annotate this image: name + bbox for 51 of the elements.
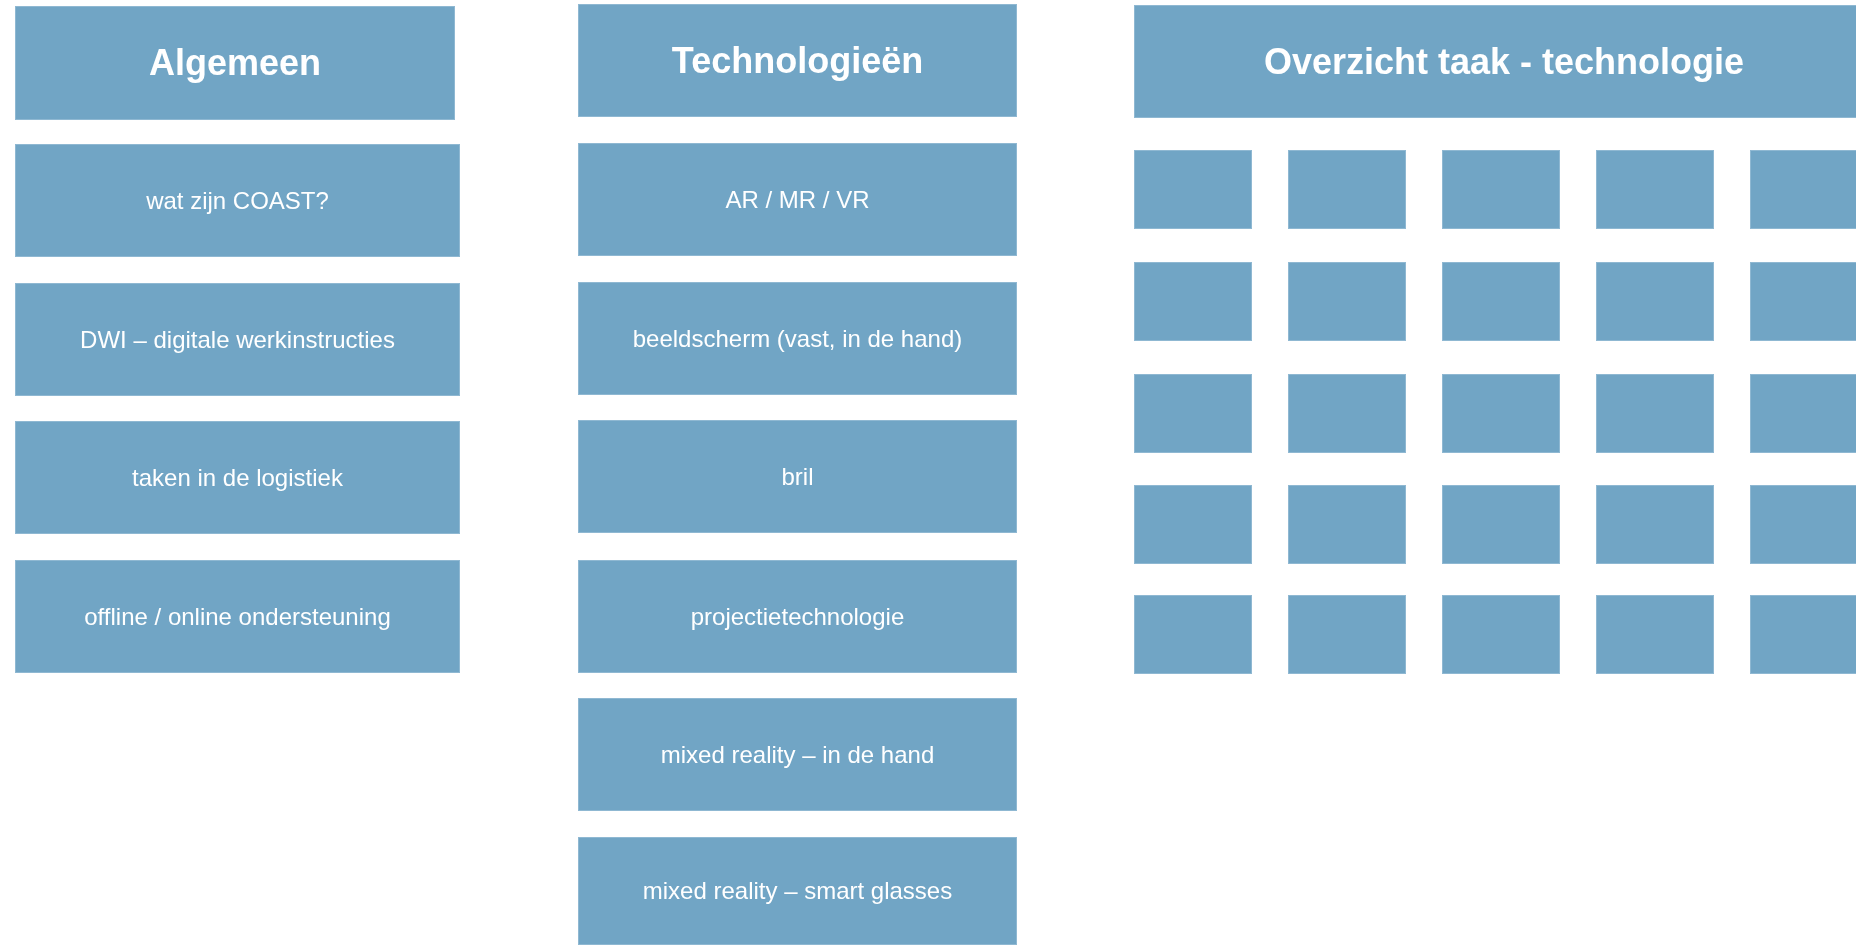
topic-label: projectietechnologie <box>690 602 905 631</box>
header-box <box>15 6 455 120</box>
topic-box <box>578 143 1017 256</box>
heading: Technologieën <box>671 39 924 82</box>
empty-box <box>1288 150 1406 229</box>
topic-box <box>15 560 460 673</box>
empty-box <box>1596 485 1714 564</box>
empty-box <box>1288 262 1406 341</box>
topic-box <box>578 420 1017 533</box>
topic-box <box>15 421 460 534</box>
topic-label: bril <box>781 462 814 491</box>
empty-box <box>1750 262 1856 341</box>
topic-box <box>578 698 1017 811</box>
topic-label: DWI – digitale werkinstructies <box>80 325 395 354</box>
heading: Overzicht taak - technologie <box>1263 40 1745 83</box>
topic-label: taken in de logistiek <box>132 463 343 492</box>
empty-box <box>1442 262 1560 341</box>
heading: Algemeen <box>148 42 322 84</box>
empty-box <box>1442 485 1560 564</box>
empty-box <box>1596 262 1714 341</box>
topic-box <box>578 837 1017 945</box>
empty-box <box>1750 485 1856 564</box>
topic-label: wat zijn COAST? <box>146 186 329 215</box>
empty-box <box>1288 485 1406 564</box>
empty-box <box>1442 150 1560 229</box>
empty-box <box>1442 595 1560 674</box>
empty-box <box>1596 595 1714 674</box>
topic-label: beeldscherm (vast, in de hand) <box>632 324 963 353</box>
topic-box <box>15 144 460 257</box>
topic-label: offline / online ondersteuning <box>84 602 391 631</box>
topic-box <box>578 560 1017 673</box>
topic-label: AR / MR / VR <box>725 185 870 214</box>
header-box <box>1134 5 1856 118</box>
empty-box <box>1442 374 1560 453</box>
topic-box <box>578 282 1017 395</box>
empty-box <box>1288 595 1406 674</box>
empty-box <box>1596 374 1714 453</box>
empty-box <box>1596 150 1714 229</box>
empty-box <box>1134 374 1252 453</box>
header-box <box>578 4 1017 117</box>
empty-box <box>1750 595 1856 674</box>
empty-box <box>1134 150 1252 229</box>
empty-box <box>1134 595 1252 674</box>
empty-box <box>1134 262 1252 341</box>
empty-box <box>1134 485 1252 564</box>
empty-box <box>1750 150 1856 229</box>
empty-box <box>1288 374 1406 453</box>
topic-label: mixed reality – in de hand <box>660 740 935 769</box>
empty-box <box>1750 374 1856 453</box>
topic-box <box>15 283 460 396</box>
topic-label: mixed reality – smart glasses <box>642 877 953 905</box>
